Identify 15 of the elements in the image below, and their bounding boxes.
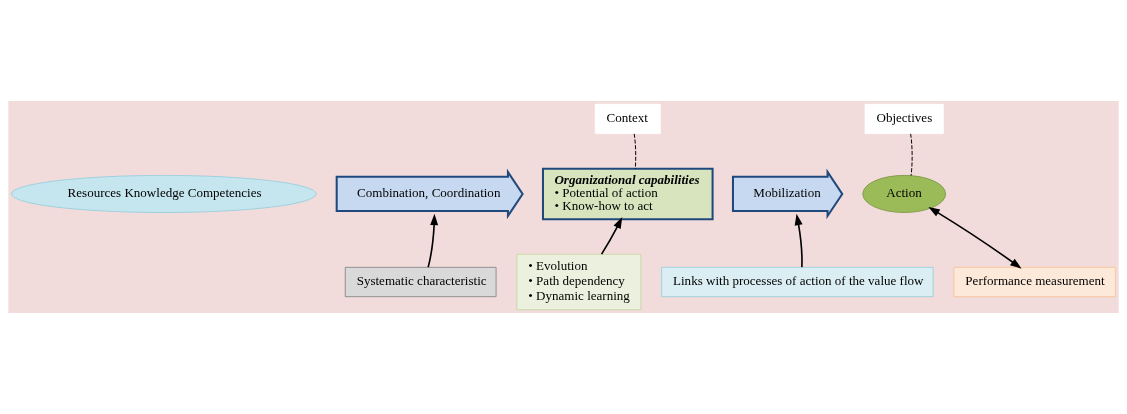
- node-box: Performance measurement: [953, 266, 1116, 298]
- arrow: [600, 217, 623, 255]
- connector: [633, 133, 637, 170]
- node-box: Organizational capabilities • Potential of action • Know-how to act: [541, 167, 714, 221]
- arrow: [794, 213, 803, 268]
- node-ellipse: Action: [862, 175, 947, 213]
- connector: [910, 133, 913, 177]
- arrow: [928, 207, 1022, 269]
- node-box: • Evolution • Path dependency • Dynamic learning: [516, 253, 642, 311]
- node-box: Systematic characteristic: [344, 266, 497, 298]
- arrow: [427, 213, 439, 268]
- node-ellipse: Resources Knowledge Competencies: [11, 175, 317, 213]
- node-box: Links with processes of action of the value flow: [661, 266, 934, 298]
- node-box: Context: [594, 103, 661, 135]
- node-box: Objectives: [864, 103, 944, 135]
